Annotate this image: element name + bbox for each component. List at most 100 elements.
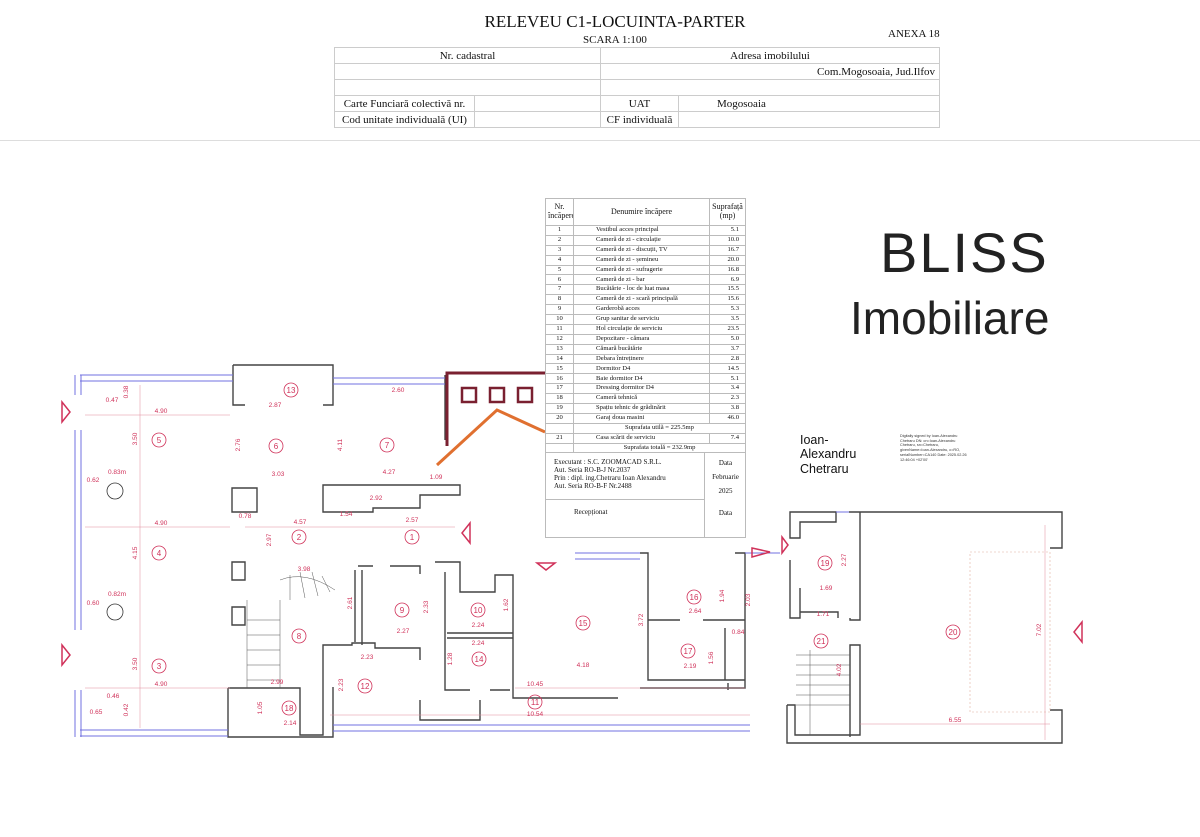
room-number-circle: [268, 438, 284, 454]
room-number: 19: [821, 559, 830, 568]
signature-name: Ioan- Alexandru Chetraru: [800, 433, 857, 476]
room-number-circle: [291, 529, 307, 545]
dimension-label: 4.57: [294, 519, 307, 526]
room-number-circle: [686, 589, 702, 605]
room-number: 16: [690, 593, 699, 602]
dimension-label: 2.92: [370, 495, 383, 502]
dimension-label: 1.54: [340, 511, 353, 518]
dimension-label: 2.99: [271, 679, 284, 686]
windows: [74, 374, 849, 737]
room-number-circle: [470, 602, 486, 618]
dimension-label: 2.97: [266, 533, 273, 546]
room-number: 4: [157, 549, 162, 558]
room-number-circle: [680, 643, 696, 659]
watermark-brand: BLISS: [880, 221, 1049, 284]
dimension-label: 3.72: [638, 613, 645, 626]
dimension-label: 4.02: [836, 663, 843, 676]
dimension-label: 2.03: [745, 593, 752, 606]
executant-line: Prin : dipl. ing.Chetraru Ioan Alexandru: [554, 473, 666, 482]
room-number: 8: [297, 632, 302, 641]
dimension-label: 2.27: [841, 553, 848, 566]
dimension-lines: [85, 385, 1051, 740]
dimension-label: 2.64: [689, 608, 702, 615]
annex-label: ANEXA 18: [888, 28, 940, 40]
room-number: 3: [157, 662, 162, 671]
dimension-label: 0.82m: [108, 591, 126, 598]
room-number-circle: [471, 651, 487, 667]
dimension-label: 2.61: [347, 596, 354, 609]
dimension-labels: 4.904.904.903.504.153.500.470.380.83m0.6…: [87, 385, 1043, 727]
dimension-label: 2.33: [423, 600, 430, 613]
room-number-circle: [151, 658, 167, 674]
room-number-circle: [283, 382, 299, 398]
room-number: 7: [385, 441, 390, 450]
room-number: 2: [297, 533, 302, 542]
room-number: 5: [157, 436, 162, 445]
room-number: 20: [949, 628, 958, 637]
room-number: 18: [285, 704, 294, 713]
dimension-label: 2.24: [472, 622, 485, 629]
dimension-label: 1.05: [257, 701, 264, 714]
executant-line: Aut. Seria RO-B-F Nr.2488: [554, 481, 632, 490]
dimension-label: 10.54: [527, 711, 544, 718]
stairs: [246, 571, 850, 735]
room-number-circle: [813, 633, 829, 649]
dimension-label: 2.60: [392, 387, 405, 394]
dimension-label: 1.09: [430, 474, 443, 481]
room-number: 6: [274, 442, 279, 451]
dimension-label: 0.38: [123, 385, 130, 398]
room-number: 1: [410, 533, 415, 542]
executant-line: Executant : S.C. ZOOMACAD S.R.L.: [554, 458, 662, 467]
room-number-circle: [151, 545, 167, 561]
divider: [546, 499, 704, 501]
dimension-label: 2.23: [361, 654, 374, 661]
dimension-label: 4.11: [337, 439, 344, 452]
room-number-circle: [291, 628, 307, 644]
cf-individuala-label: CF individuală: [600, 111, 679, 128]
dimension-label: 10.45: [527, 681, 544, 688]
digital-signature-text: Digitally signed by Ioan-Alexandru Chetr…: [900, 434, 967, 462]
col-name-header: Denumire încăpere: [573, 198, 710, 226]
dimension-label: 4.90: [155, 681, 168, 688]
logo-mark: [435, 371, 549, 467]
dimension-label: 6.55: [949, 717, 962, 724]
dimension-label: 2.14: [284, 720, 297, 727]
entrance-markers: [61, 399, 1083, 668]
dimension-label: 1.71: [817, 611, 830, 618]
room-number-circle: [357, 678, 373, 694]
room-number: 10: [474, 606, 483, 615]
useful-total: Suprafata utilă = 225.5mp: [573, 422, 746, 434]
room-number: 14: [475, 655, 484, 664]
dimension-label: 0.83m: [108, 469, 126, 476]
dimension-label: 2.19: [684, 663, 697, 670]
dimension-label: 1.62: [503, 598, 510, 611]
dimension-label: 4.90: [155, 520, 168, 527]
date-label: Data: [718, 459, 733, 468]
executant-block: Executant : S.C. ZOOMACAD S.R.L. Aut. Se…: [545, 453, 746, 539]
dimension-label: 1.69: [820, 585, 833, 592]
dimension-label: 0.60: [87, 600, 100, 607]
room-number: 21: [817, 637, 826, 646]
cod-ui-label: Cod unitate individuală (UI): [334, 111, 475, 128]
dimension-label: 1.56: [708, 651, 715, 664]
dimension-label: 2.23: [338, 678, 345, 691]
dimension-label: 2.24: [472, 640, 485, 647]
date-month: Februarie: [712, 473, 739, 482]
dimension-label: 3.50: [132, 657, 139, 670]
dimension-label: 0.46: [107, 693, 120, 700]
address-label: Adresa imobilului: [600, 47, 940, 64]
